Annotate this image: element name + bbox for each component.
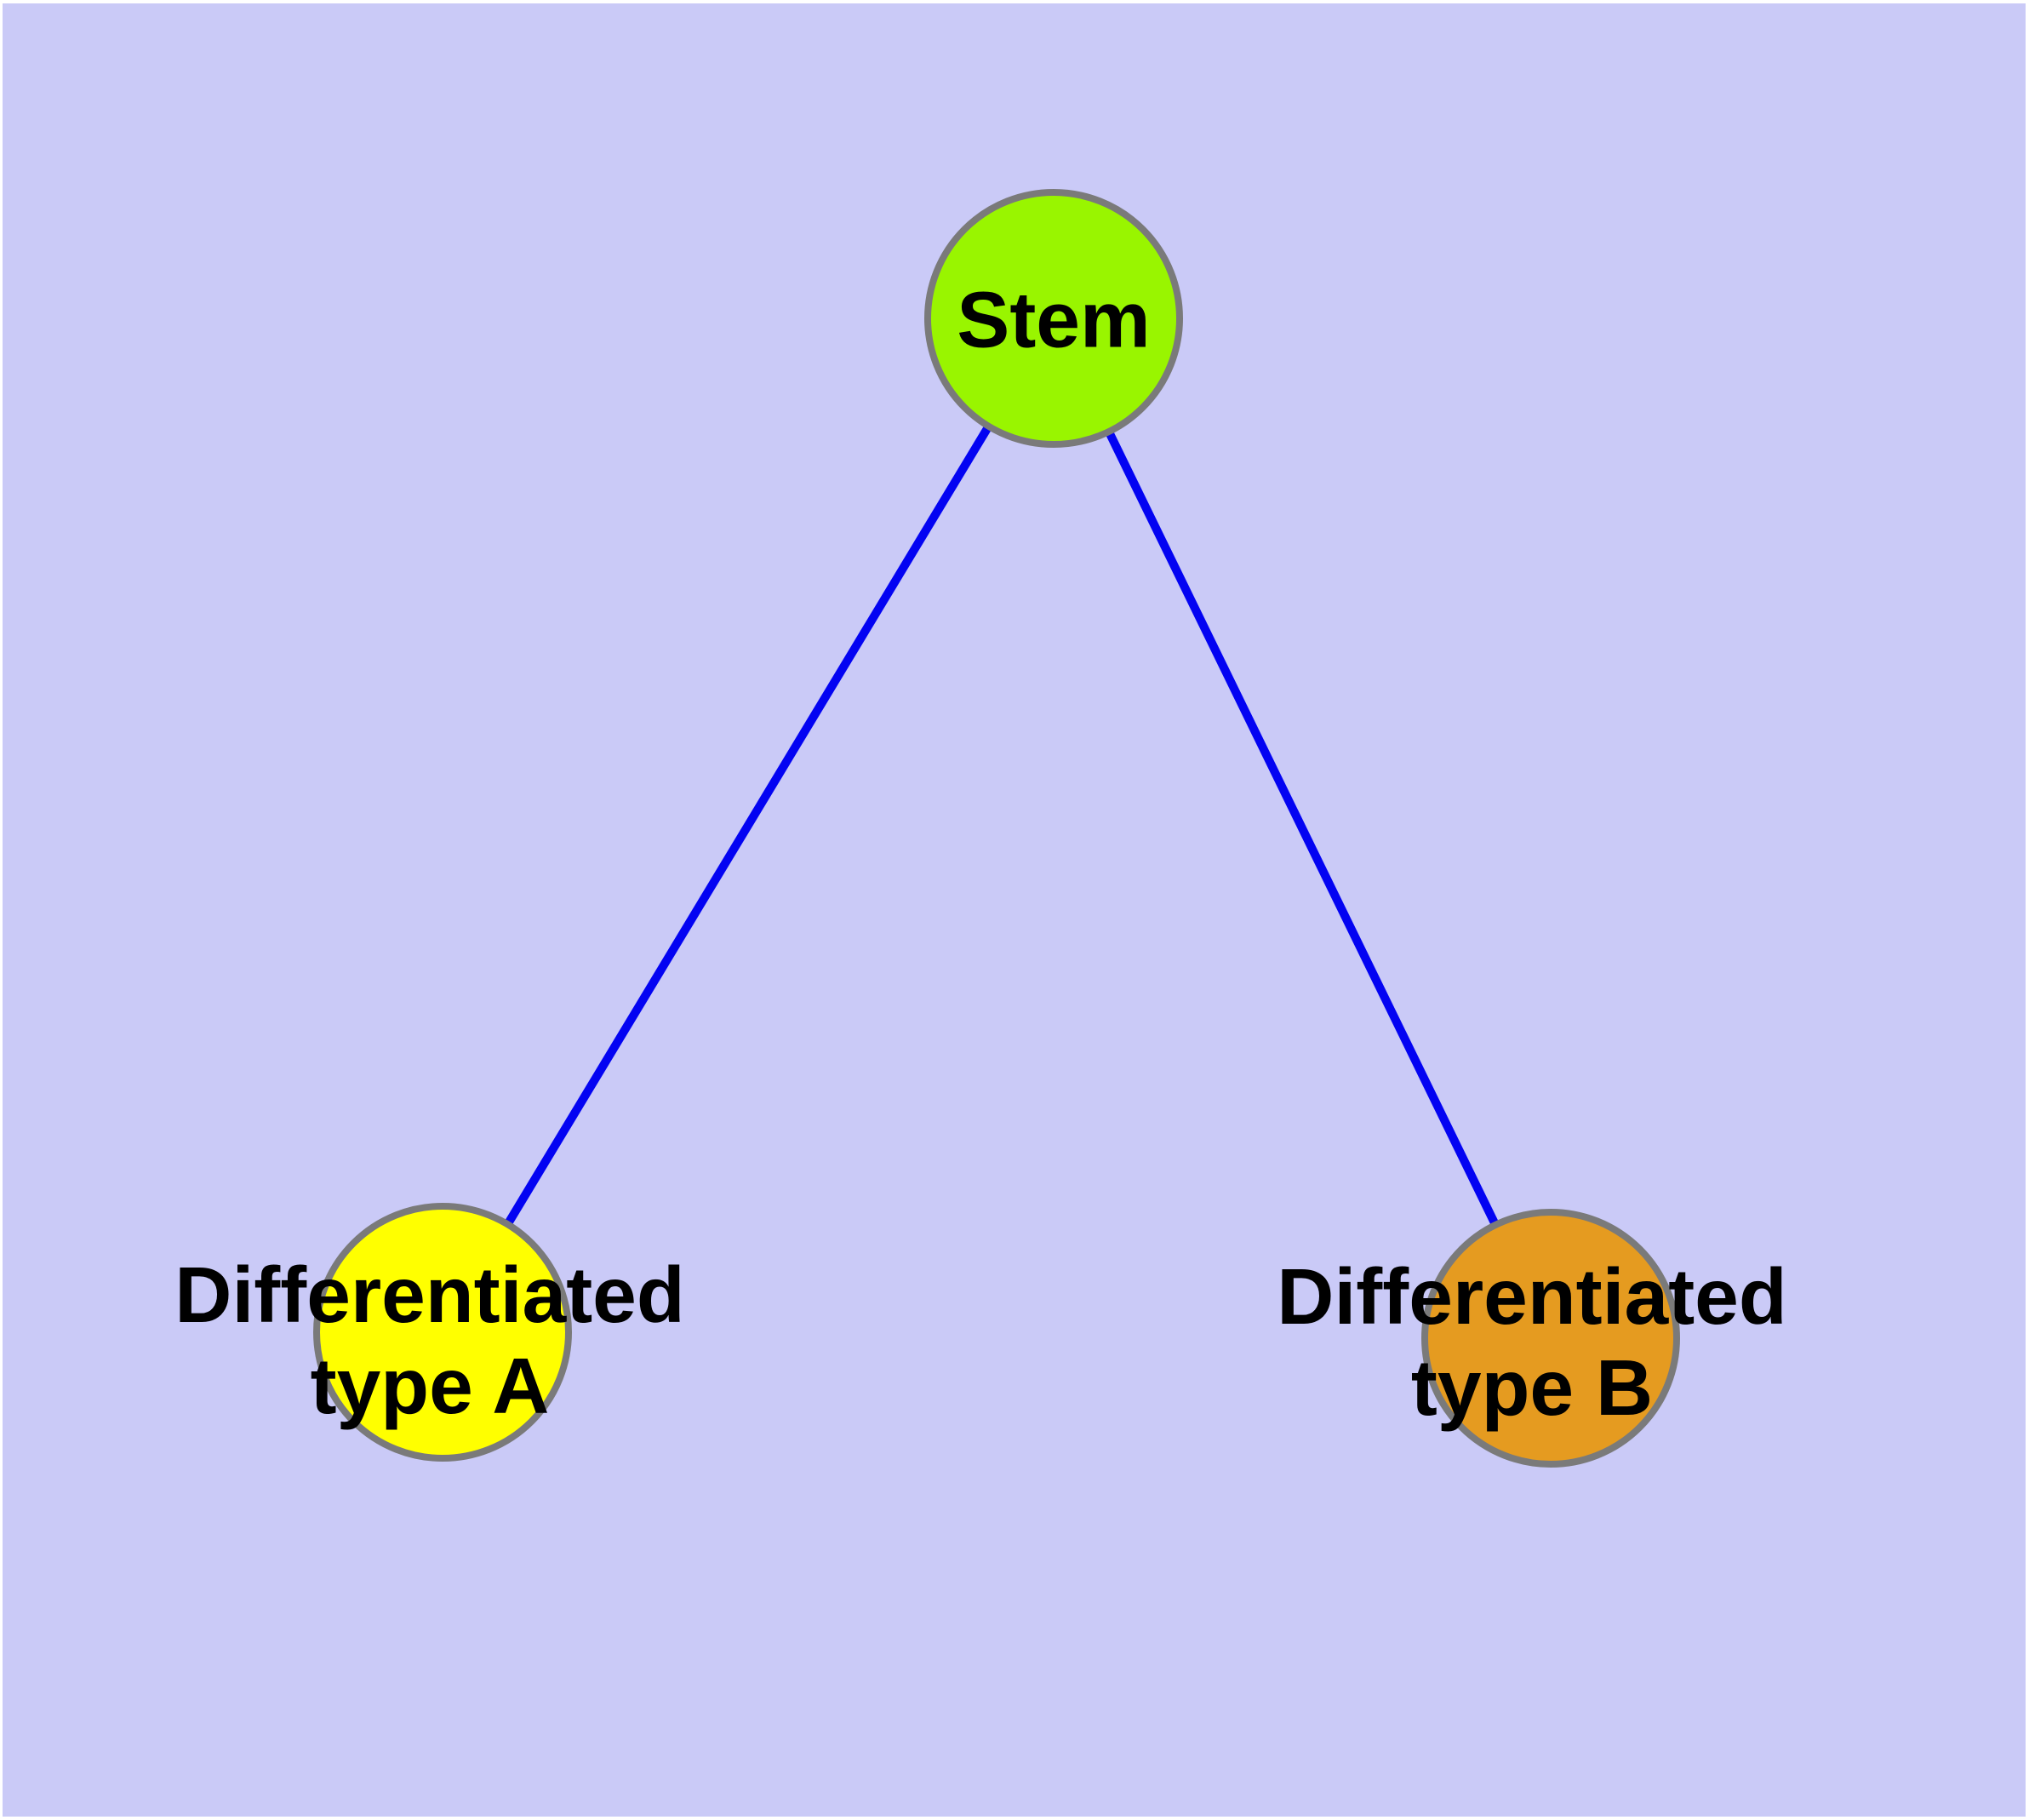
type-a-label-line-1: Differentiated: [174, 1251, 685, 1339]
stem-node-circle: [924, 189, 1183, 448]
edge-stem-to-type-b: [1049, 316, 1555, 1341]
stem-node-label: Stem: [957, 275, 1151, 364]
edge-stem-to-type-a: [438, 316, 1058, 1335]
type-a-node-circle: [313, 1203, 572, 1462]
type-b-label-line-1: Differentiated: [1277, 1252, 1787, 1341]
type-b-label-line-2: type B: [1410, 1343, 1654, 1432]
type-a-node-label: Differentiated type A: [174, 1250, 684, 1432]
type-b-node-label: Differentiated type B: [1277, 1251, 1786, 1434]
type-a-label-line-2: type A: [310, 1342, 550, 1430]
type-b-node-circle: [1421, 1209, 1680, 1468]
